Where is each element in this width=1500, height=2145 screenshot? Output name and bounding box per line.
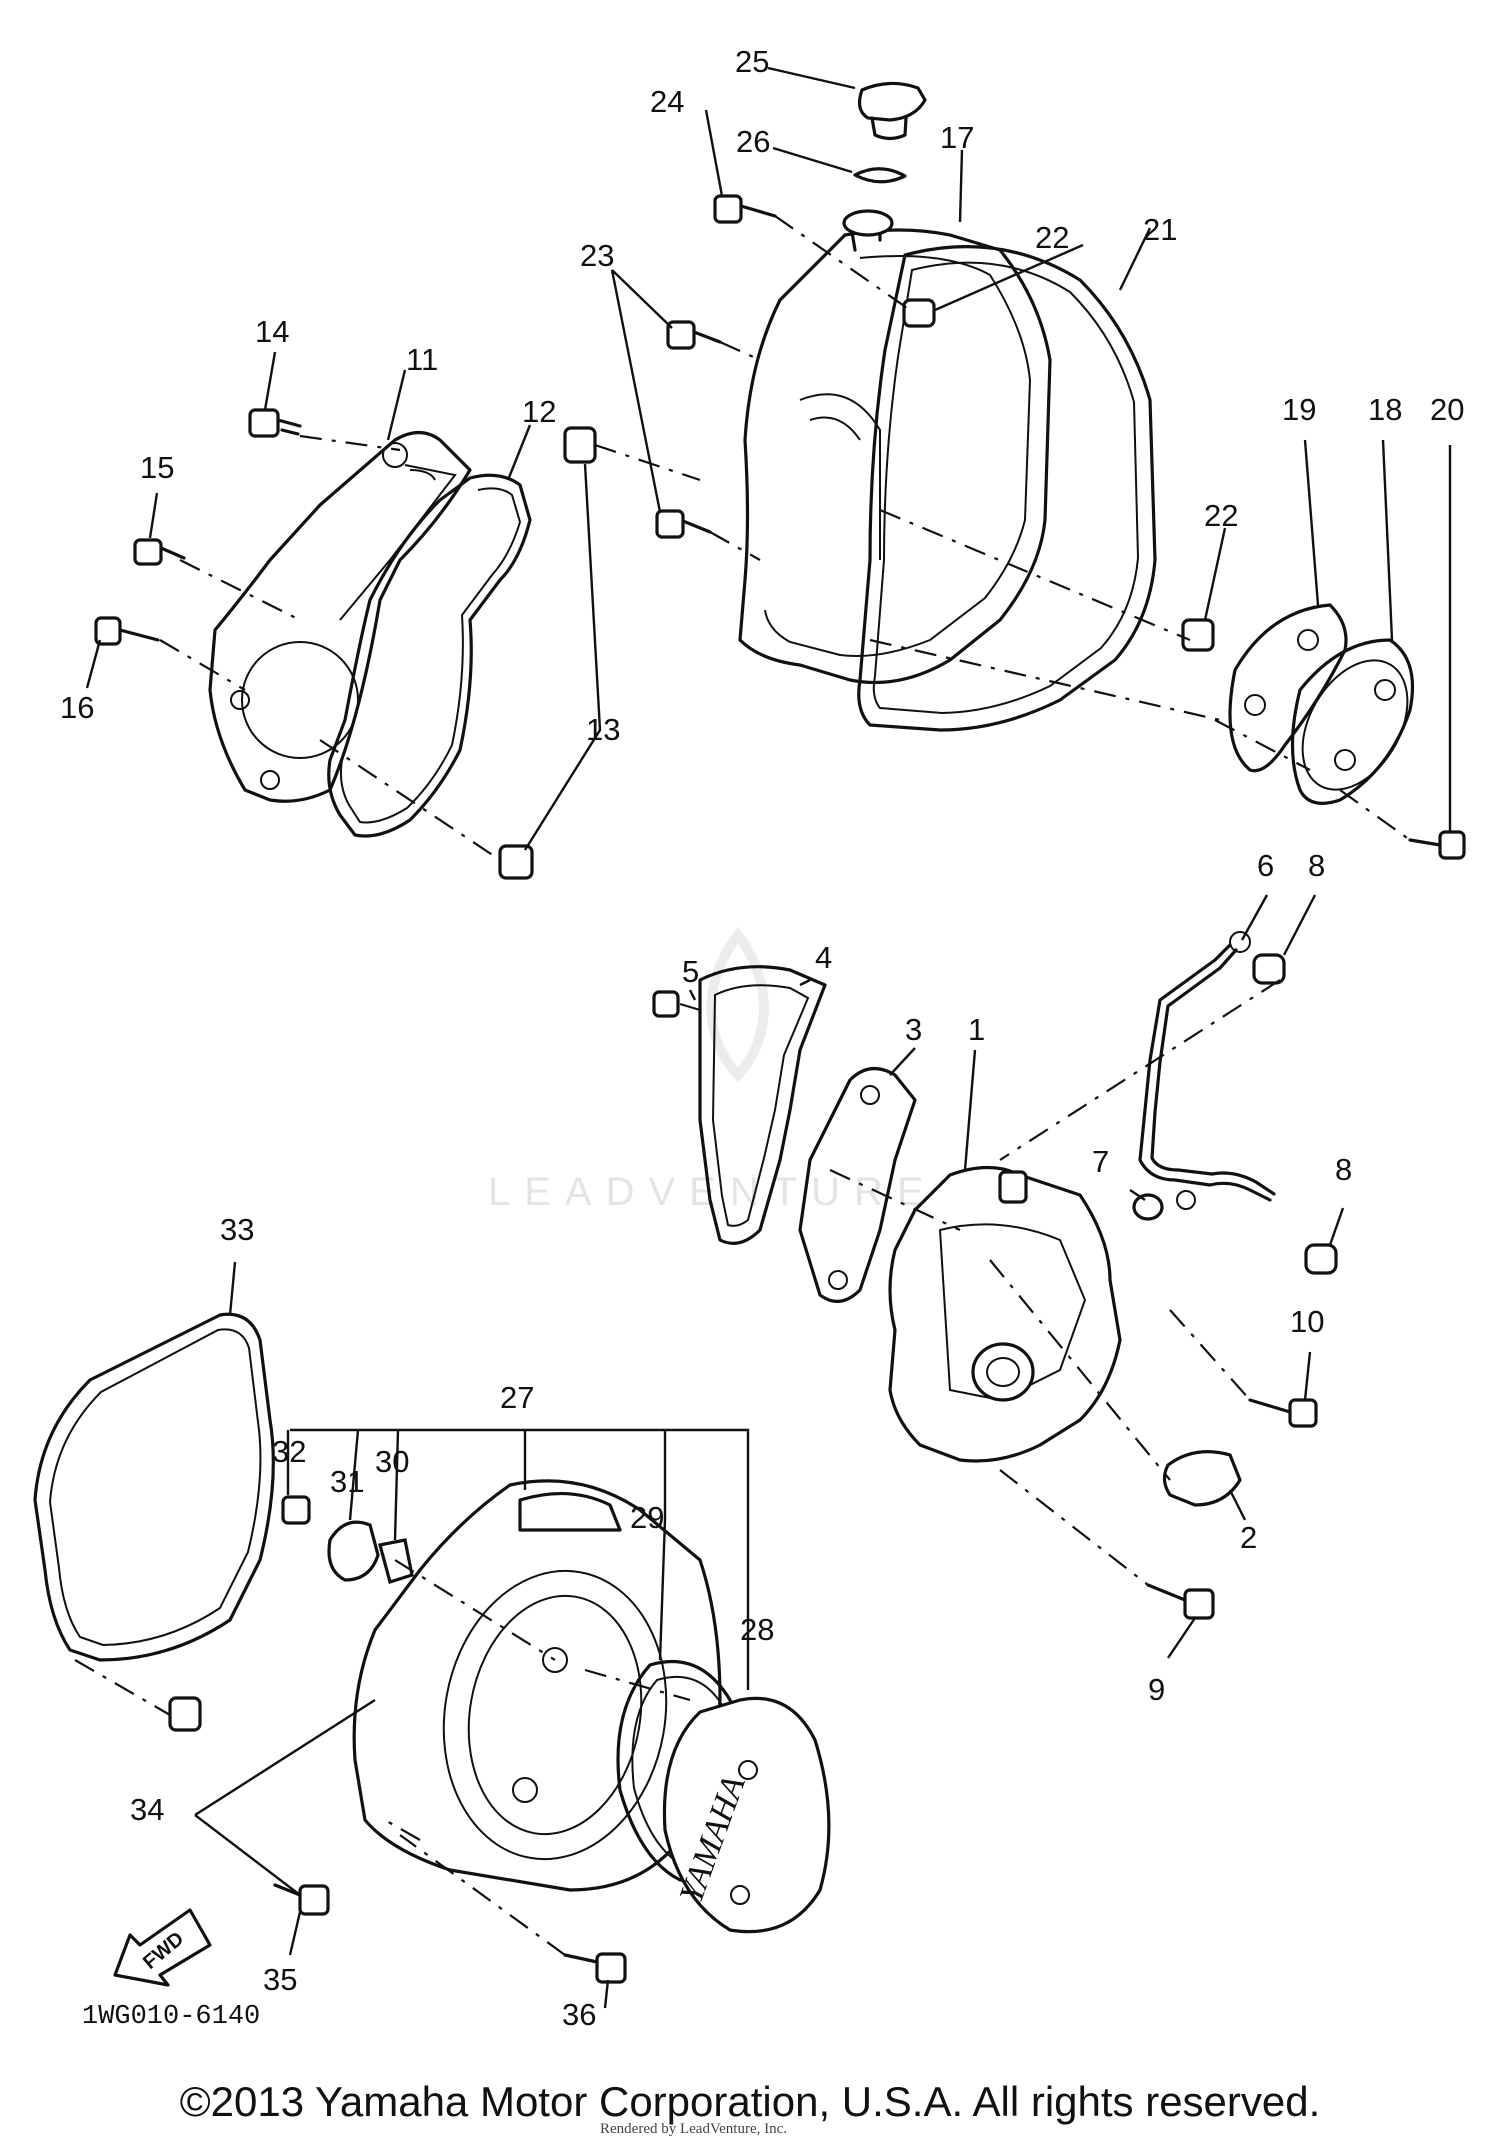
rendered-by-note: Rendered by LeadVenture, Inc. — [600, 2121, 788, 2137]
label-17: 17 — [940, 120, 974, 155]
bolt-20[interactable] — [1438, 830, 1466, 860]
part-group-middle-right — [652, 931, 1338, 1620]
copyright-notice: ©2013 Yamaha Motor Corporation, U.S.A. A… — [179, 2078, 1321, 2125]
bolt-35[interactable] — [298, 1884, 330, 1916]
bolt-32[interactable] — [281, 1495, 311, 1525]
label-7: 7 — [1092, 1144, 1109, 1179]
bolt-5[interactable] — [652, 990, 680, 1018]
pressure-plate-18[interactable] — [1290, 638, 1414, 805]
dowel-pin-13-upper[interactable] — [563, 426, 597, 464]
crankcase-cover-17[interactable] — [738, 228, 1052, 685]
label-36: 36 — [562, 1997, 596, 2032]
forward-direction-arrow: FWD — [113, 1908, 212, 1987]
label-26: 26 — [736, 124, 770, 159]
part-labels: 25 26 24 17 22 21 23 14 11 12 15 13 16 2… — [60, 44, 1464, 2032]
label-9: 9 — [1148, 1672, 1165, 1707]
fwd-text: FWD — [139, 1928, 188, 1974]
bolt-9[interactable] — [1183, 1588, 1215, 1620]
gasket-12[interactable] — [327, 473, 532, 838]
crankcase-cover-11[interactable] — [208, 430, 472, 803]
gasket-4[interactable] — [698, 965, 827, 1245]
oil-level-plug-2[interactable] — [1162, 1450, 1242, 1507]
label-6: 6 — [1257, 848, 1274, 883]
label-1: 1 — [968, 1012, 985, 1047]
label-31: 31 — [330, 1464, 364, 1499]
part-group-top-right — [655, 81, 1221, 732]
union-bolt-8-lower[interactable] — [1304, 1243, 1338, 1275]
dowel-pin-22-lower[interactable] — [1181, 618, 1215, 652]
label-8-upper: 8 — [1308, 848, 1325, 883]
bolt-23-lower[interactable] — [655, 509, 685, 539]
bolt-23-upper[interactable] — [666, 320, 696, 350]
label-10: 10 — [1290, 1304, 1324, 1339]
plate-19[interactable] — [1228, 603, 1348, 773]
part-group-pressure-plate — [1214, 603, 1466, 860]
leader-lines — [85, 66, 1452, 2009]
bolt-36[interactable] — [595, 1952, 627, 1984]
bolt-15[interactable] — [133, 538, 163, 566]
label-32: 32 — [272, 1434, 306, 1469]
bolt-14[interactable] — [248, 408, 280, 438]
gasket-33[interactable] — [33, 1312, 275, 1662]
o-ring-26[interactable] — [853, 167, 907, 184]
dowel-pin-22-upper[interactable] — [902, 298, 936, 328]
label-33: 33 — [220, 1212, 254, 1247]
part-group-bottom-left: YAMAHA FWD — [33, 1312, 831, 1987]
label-16: 16 — [60, 690, 94, 725]
label-23: 23 — [580, 238, 614, 273]
crankcase-cover-1[interactable] — [888, 1165, 1122, 1463]
label-8-lower: 8 — [1335, 1152, 1352, 1187]
label-15: 15 — [140, 450, 174, 485]
label-27: 27 — [500, 1380, 534, 1415]
washer-7[interactable] — [1132, 1193, 1164, 1221]
label-14: 14 — [255, 314, 289, 349]
label-30: 30 — [375, 1444, 409, 1479]
label-4: 4 — [815, 940, 832, 975]
union-bolt-8-upper[interactable] — [1252, 953, 1286, 985]
label-21: 21 — [1143, 212, 1177, 247]
label-34: 34 — [130, 1792, 164, 1827]
label-3: 3 — [905, 1012, 922, 1047]
bolt-24[interactable] — [713, 194, 743, 224]
bolt-10[interactable] — [1288, 1398, 1318, 1428]
label-5: 5 — [682, 954, 699, 989]
oil-seal-31[interactable] — [327, 1520, 380, 1582]
dowel-pin-34[interactable] — [168, 1696, 202, 1732]
label-24: 24 — [650, 84, 684, 119]
label-19: 19 — [1282, 392, 1316, 427]
label-12: 12 — [522, 394, 556, 429]
gasket-3[interactable] — [798, 1067, 917, 1303]
label-20: 20 — [1430, 392, 1464, 427]
oil-pipe-6[interactable] — [1138, 943, 1272, 1202]
part-group-top-left — [94, 408, 701, 880]
label-2: 2 — [1240, 1520, 1257, 1555]
label-28: 28 — [740, 1612, 774, 1647]
label-25: 25 — [735, 44, 769, 79]
label-35: 35 — [263, 1962, 297, 1997]
label-13: 13 — [586, 712, 620, 747]
diagram-code: 1WG010-6140 — [82, 2002, 260, 2032]
label-22-upper: 22 — [1035, 220, 1069, 255]
oil-filler-cap-25[interactable] — [857, 81, 927, 122]
label-11: 11 — [406, 342, 438, 377]
label-18: 18 — [1368, 392, 1402, 427]
dowel-pin-13-lower[interactable] — [498, 844, 534, 880]
label-29: 29 — [630, 1500, 664, 1535]
gasket-21[interactable] — [857, 245, 1157, 732]
label-22-lower: 22 — [1204, 498, 1238, 533]
generator-cover-27[interactable] — [352, 1479, 722, 1892]
cover-28[interactable] — [662, 1696, 831, 1934]
